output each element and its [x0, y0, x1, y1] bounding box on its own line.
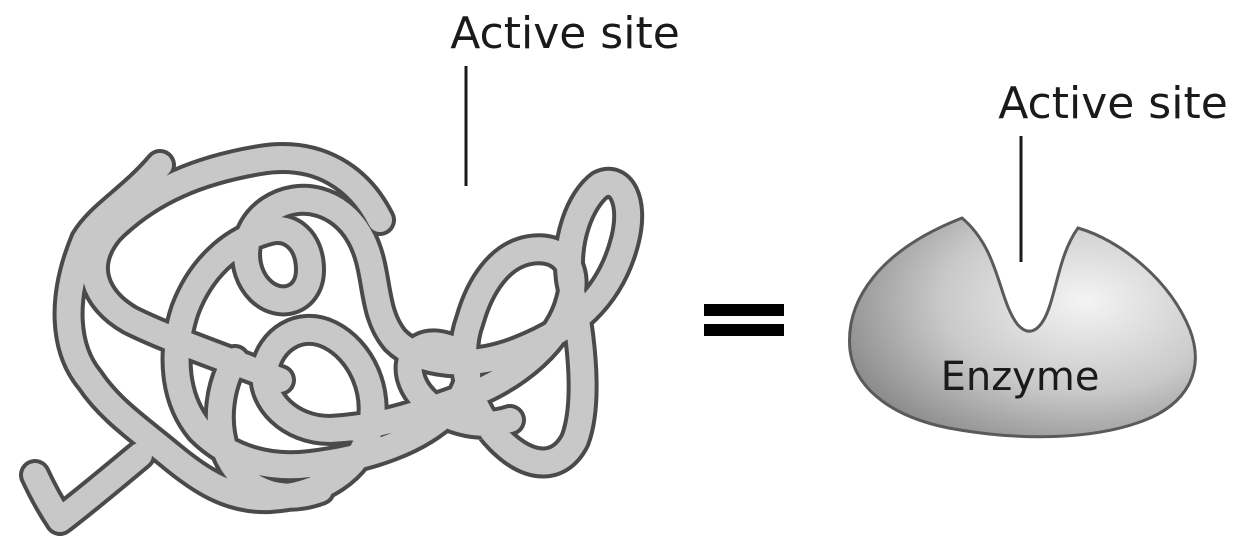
folded-protein-chain [35, 158, 628, 520]
equals-top-bar [704, 304, 784, 316]
enzyme-name-label: Enzyme [941, 354, 1100, 400]
enzyme-active-site-label: Active site [998, 78, 1228, 129]
equals-bottom-bar [704, 324, 784, 336]
equals-sign [704, 304, 784, 336]
protein-active-site-label: Active site [450, 8, 680, 59]
protein-chain-fill [35, 158, 628, 520]
